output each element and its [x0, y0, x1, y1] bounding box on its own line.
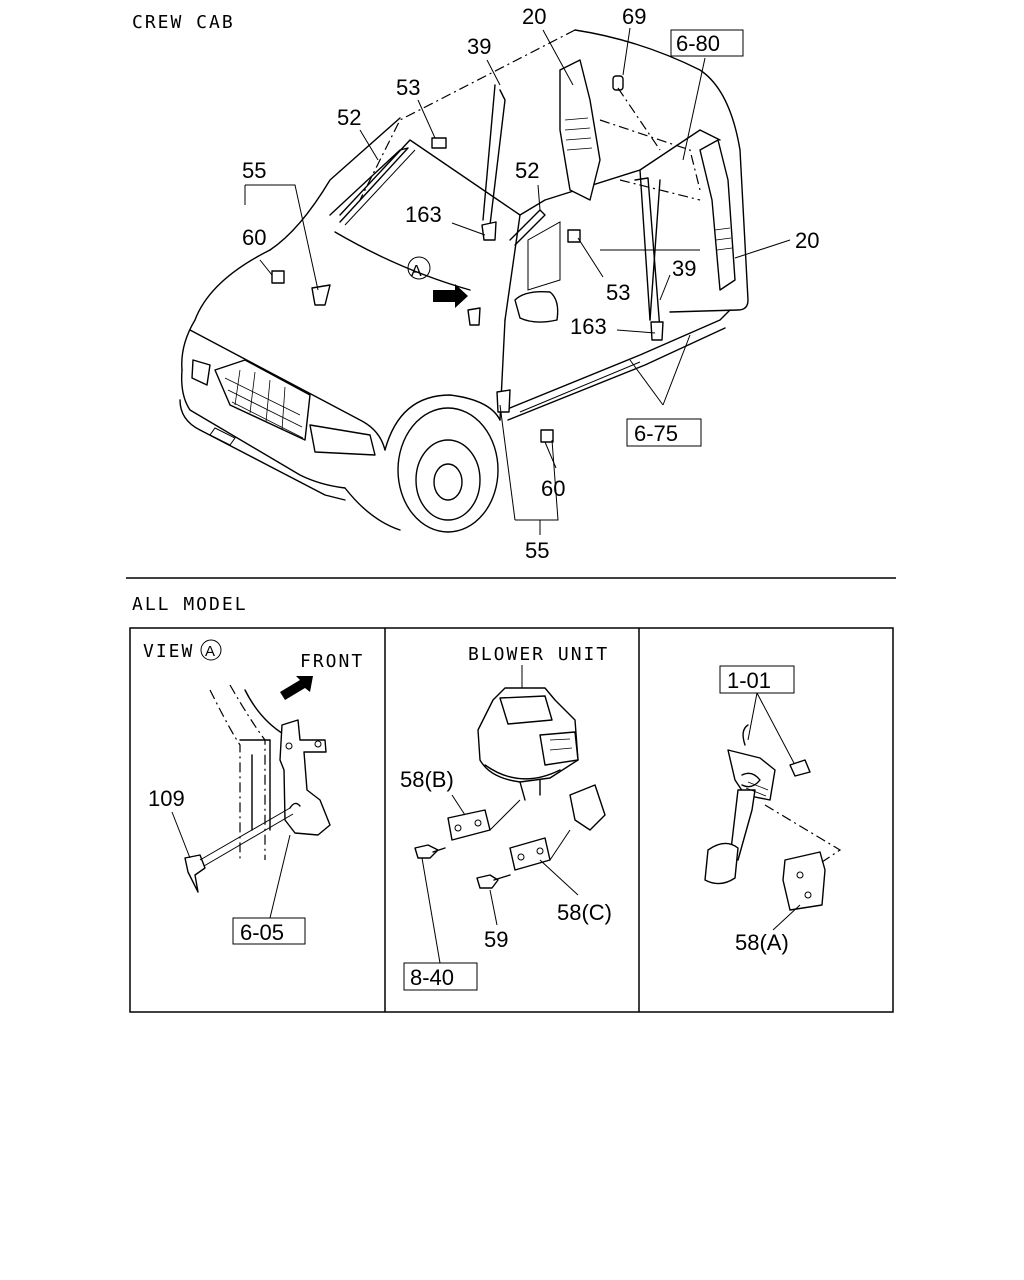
panel-view-a: VIEW A FRONT 109 6-05 — [143, 639, 364, 945]
callout-39-right: 39 — [672, 256, 696, 281]
view-marker: A — [205, 643, 215, 660]
view-marker-circle — [200, 639, 222, 661]
callout-59: 59 — [484, 927, 508, 952]
callout-58a: 58(A) — [735, 930, 789, 955]
view-a-marker: A — [411, 263, 422, 280]
callout-6-05: 6-05 — [240, 920, 284, 945]
callout-20-top: 20 — [522, 4, 546, 29]
section-title-crew-cab: CREW CAB — [132, 12, 235, 33]
callout-55-bottom: 55 — [525, 538, 549, 563]
top-leader-lines — [244, 27, 791, 535]
section-title-all-model: ALL MODEL — [132, 594, 248, 615]
callout-58b: 58(B) — [400, 767, 454, 792]
callout-6-05-box — [232, 917, 306, 945]
callout-20-right: 20 — [795, 228, 819, 253]
callout-60-top: 60 — [242, 225, 266, 250]
callout-163-top: 163 — [405, 202, 442, 227]
callout-109: 109 — [148, 786, 185, 811]
callout-39-top: 39 — [467, 34, 491, 59]
callout-8-40-box — [403, 962, 478, 991]
callout-163-mid: 163 — [570, 314, 607, 339]
callout-69: 69 — [622, 4, 646, 29]
panel-blower-unit: BLOWER UNIT 58(B) 58(C) 59 8-40 — [400, 644, 612, 991]
callout-6-75: 6-75 — [634, 421, 678, 446]
callout-6-75-box — [626, 418, 702, 447]
callout-8-40: 8-40 — [410, 965, 454, 990]
view-label: VIEW — [143, 641, 194, 662]
callout-1-01: 1-01 — [727, 668, 771, 693]
crew-cab-vehicle-drawing — [179, 29, 749, 533]
callout-6-80-box — [670, 29, 744, 57]
callout-6-80: 6-80 — [676, 31, 720, 56]
blower-unit-title: BLOWER UNIT — [468, 644, 609, 665]
view-a-marker-circle — [407, 256, 431, 280]
callout-53-top: 53 — [396, 75, 420, 100]
callout-52-mid: 52 — [515, 158, 539, 183]
panels-frame — [129, 627, 894, 1013]
front-label: FRONT — [300, 651, 364, 672]
callout-55-top: 55 — [242, 158, 266, 183]
callout-52-top: 52 — [337, 105, 361, 130]
panel-pedal: 1-01 58(A) — [704, 665, 842, 955]
callout-53-mid: 53 — [606, 280, 630, 305]
callout-58c: 58(C) — [557, 900, 612, 925]
callout-60-bottom: 60 — [541, 476, 565, 501]
